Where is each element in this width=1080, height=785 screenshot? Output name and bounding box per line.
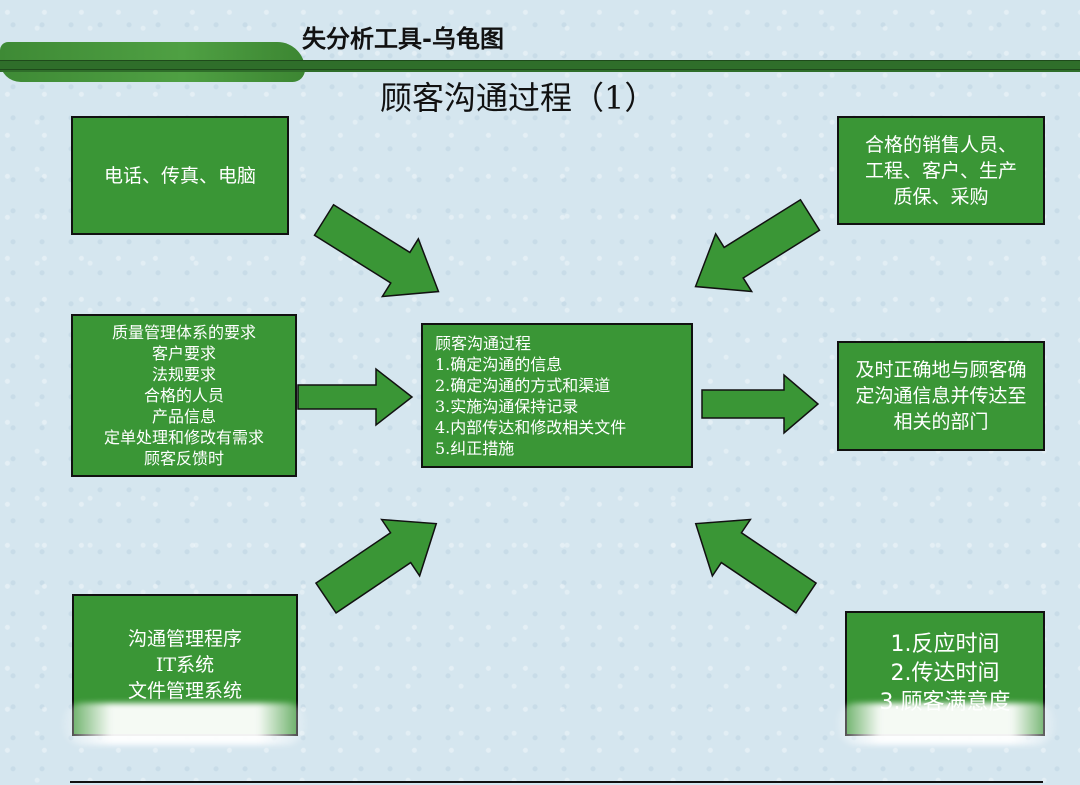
arrow-top-left-icon bbox=[313, 203, 440, 298]
arrow-top-right-icon bbox=[694, 198, 821, 293]
header-title: 失分析工具-乌龟图 bbox=[302, 25, 504, 53]
arrow-bottom-right-icon bbox=[694, 518, 818, 614]
box-text-line: 5.纠正措施 bbox=[435, 438, 515, 458]
box-text-line: 客户要求 bbox=[151, 344, 216, 363]
box-text-line: 质保、采购 bbox=[893, 185, 989, 208]
box-text-line: 定单处理和修改有需求 bbox=[103, 428, 264, 447]
header-bar-thin bbox=[0, 70, 1080, 72]
box-personnel: 合格的销售人员、 工程、客户、生产 质保、采购 bbox=[837, 116, 1045, 225]
glow-decoration-right bbox=[836, 703, 1056, 745]
box-text-line: 顾客沟通过程 bbox=[435, 333, 532, 353]
arrow-middle-right-icon bbox=[701, 373, 820, 435]
box-text-line: 及时正确地与顾客确 bbox=[855, 359, 1027, 381]
box-text-line: 合格的销售人员、 bbox=[864, 133, 1017, 156]
header-bar bbox=[0, 60, 1080, 70]
box-text-line: 法规要求 bbox=[151, 365, 216, 384]
box-text-line: 1.确定沟通的信息 bbox=[435, 354, 563, 374]
box-text-line: 顾客反馈时 bbox=[143, 449, 224, 468]
box-text-line: 4.内部传达和修改相关文件 bbox=[435, 417, 627, 437]
box-inputs-equipment: 电话、传真、电脑 bbox=[71, 116, 289, 235]
glow-decoration-left bbox=[62, 703, 307, 745]
box-text-line: 电话、传真、电脑 bbox=[103, 164, 256, 187]
bottom-divider bbox=[70, 781, 1043, 783]
arrow-middle-left-icon bbox=[297, 367, 414, 427]
box-text-line: 沟通管理程序 bbox=[127, 628, 242, 650]
box-text-line: 工程、客户、生产 bbox=[864, 159, 1017, 182]
box-text-line: 3.实施沟通保持记录 bbox=[435, 396, 579, 416]
box-text-line: 质量管理体系的要求 bbox=[111, 323, 256, 342]
box-input-requirements: 质量管理体系的要求 客户要求 法规要求 合格的人员 产品信息 定单处理和修改有需… bbox=[71, 314, 297, 477]
box-text-line: 2.传达时间 bbox=[890, 661, 1000, 686]
arrow-bottom-left-icon bbox=[314, 518, 438, 614]
box-text-line: 1.反应时间 bbox=[890, 632, 1000, 657]
box-text-line: 文件管理系统 bbox=[127, 680, 242, 702]
box-text-line: IT系统 bbox=[155, 654, 215, 676]
box-output: 及时正确地与顾客确 定沟通信息并传达至 相关的部门 bbox=[837, 341, 1045, 451]
box-text-line: 合格的人员 bbox=[143, 386, 224, 405]
box-text-line: 定沟通信息并传达至 bbox=[855, 385, 1027, 407]
box-text-line: 2.确定沟通的方式和渠道 bbox=[435, 375, 611, 395]
box-process-center: 顾客沟通过程 1.确定沟通的信息 2.确定沟通的方式和渠道 3.实施沟通保持记录… bbox=[421, 323, 693, 468]
box-text-line: 产品信息 bbox=[151, 407, 216, 426]
page-title: 顾客沟通过程（1） bbox=[380, 79, 657, 117]
box-text-line: 相关的部门 bbox=[893, 411, 989, 433]
